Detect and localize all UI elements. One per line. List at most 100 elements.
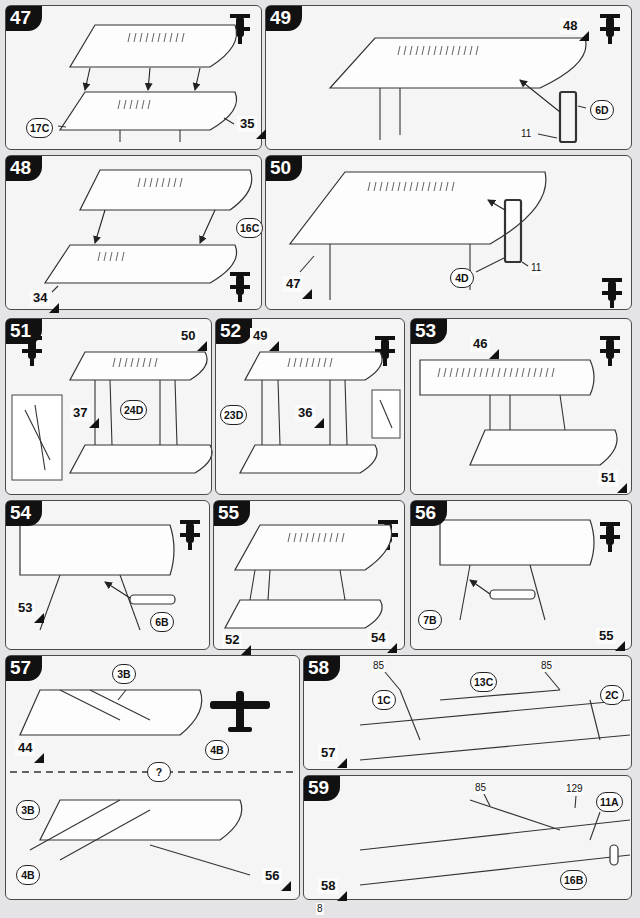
step-number: 54: [6, 501, 42, 526]
rib-line: [158, 33, 160, 42]
rib-line: [156, 178, 158, 187]
drawing-line: [35, 405, 45, 470]
rib-line: [398, 46, 400, 55]
rib-line: [504, 368, 506, 377]
step-reference: 55: [596, 628, 616, 644]
rib-line: [440, 46, 442, 55]
rib-line: [476, 46, 478, 55]
callout-number: 85: [372, 660, 385, 672]
assembly-arrow: [488, 200, 505, 210]
rib-line: [446, 46, 448, 55]
rib-line: [128, 33, 130, 42]
view-icon: [188, 543, 192, 550]
rib-line: [438, 368, 440, 377]
rib-line: [458, 46, 460, 55]
drawing-line: [509, 395, 510, 430]
rib-line: [540, 368, 542, 377]
panel-ground: [5, 655, 300, 900]
rib-line: [138, 178, 140, 187]
rib-line: [404, 182, 406, 191]
drawing-line: [224, 118, 234, 124]
wing-part: [80, 170, 252, 210]
step-number: 50: [266, 156, 302, 181]
step-reference: 37: [70, 405, 90, 421]
view-icon: [610, 301, 614, 308]
strut-frame: [560, 92, 576, 142]
wing-part: [225, 600, 382, 628]
rib-line: [470, 46, 472, 55]
rib-line: [306, 358, 308, 367]
rib-line: [416, 182, 418, 191]
drawing-line: [460, 565, 470, 620]
rib-line: [312, 358, 314, 367]
rib-line: [170, 33, 172, 42]
panel-ground: [303, 775, 632, 900]
panel-ground: [5, 500, 210, 650]
small-part: [610, 845, 618, 865]
drawing-line: [590, 700, 600, 740]
step-number: 56: [411, 501, 447, 526]
drawing-line: [278, 380, 280, 445]
rib-line: [104, 252, 106, 261]
view-icon: [238, 295, 242, 302]
rib-line: [142, 100, 144, 109]
view-icon: [606, 339, 614, 359]
step-reference: 50: [178, 328, 198, 344]
rib-line: [474, 368, 476, 377]
step-reference: 34: [30, 290, 50, 306]
step-reference: 36: [295, 405, 315, 421]
part-number: 7B: [418, 610, 442, 630]
part-number: 3B: [16, 800, 40, 820]
drawing-line: [329, 380, 330, 445]
rib-line: [136, 100, 138, 109]
drawing-line: [90, 690, 150, 720]
panel-ground: [265, 155, 632, 310]
rib-line: [180, 178, 182, 187]
assembly-arrow: [95, 210, 105, 243]
step-panel: 48: [5, 155, 262, 310]
panel-ground: [213, 500, 405, 650]
drawing-line: [250, 570, 255, 600]
rib-line: [134, 33, 136, 42]
rib-line: [122, 252, 124, 261]
rib-line: [516, 368, 518, 377]
drawing-line: [538, 134, 557, 138]
step-panel: 53: [410, 318, 632, 495]
rib-line: [143, 358, 145, 367]
rib-line: [294, 533, 296, 542]
rib-line: [155, 358, 157, 367]
rib-line: [546, 368, 548, 377]
part-number: 17C: [26, 118, 53, 138]
rib-line: [288, 358, 290, 367]
drawing-line: [560, 395, 565, 430]
rib-line: [312, 533, 314, 542]
part-number: 13C: [470, 672, 497, 692]
rib-line: [428, 182, 430, 191]
drawing-line: [590, 812, 600, 840]
step-panel: 51: [5, 318, 212, 495]
assembly-arrow: [200, 210, 215, 243]
step-number: 52: [216, 319, 252, 344]
step-reference: 57: [318, 745, 338, 761]
view-icon: [238, 37, 242, 44]
rib-line: [318, 358, 320, 367]
rib-line: [150, 178, 152, 187]
callout-number: 129: [565, 783, 584, 795]
plan-view-icon: [228, 727, 252, 732]
view-icon: [608, 359, 612, 366]
rib-line: [534, 368, 536, 377]
drawing-line: [94, 380, 95, 445]
rib-line: [294, 358, 296, 367]
step-reference: 47: [283, 276, 303, 292]
rib-line: [528, 368, 530, 377]
part-number: 6D: [590, 100, 614, 120]
drawing-line: [52, 286, 58, 292]
drawing-line: [110, 380, 112, 445]
drawing-line: [545, 672, 560, 690]
drawing-line: [578, 106, 586, 108]
drawing-line: [60, 810, 150, 860]
strut-frame: [505, 200, 521, 262]
assembly-arrow: [85, 68, 90, 90]
step-number: 48: [6, 156, 42, 181]
view-icon: [236, 17, 244, 37]
